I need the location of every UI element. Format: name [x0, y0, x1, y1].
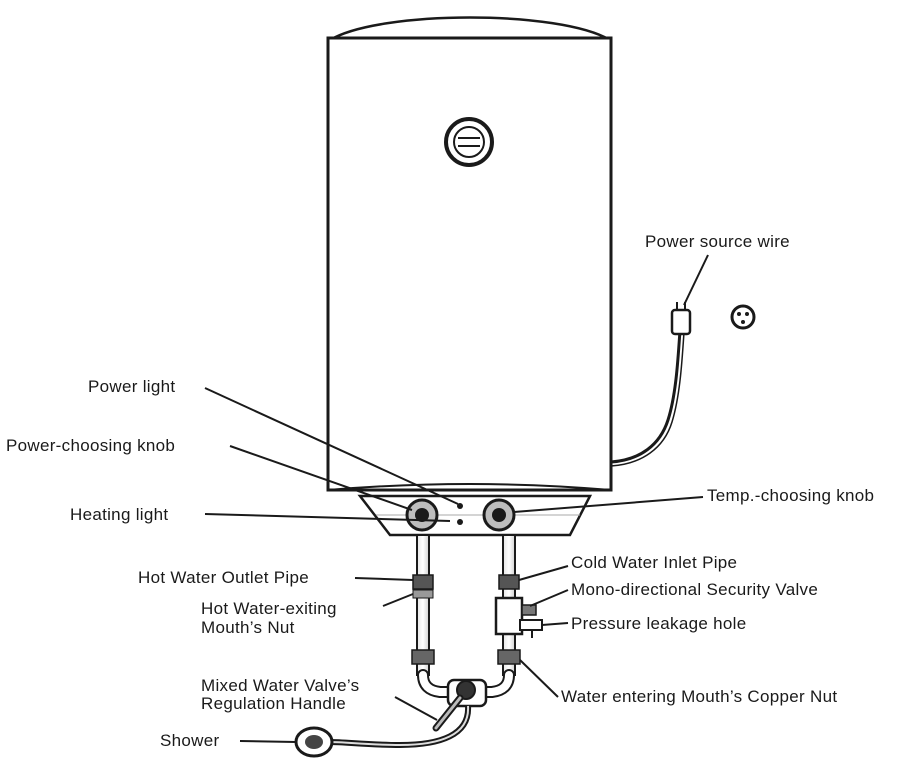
power-plug-icon [670, 302, 692, 336]
heating-light-icon [457, 519, 463, 525]
tank-top-cap [329, 16, 611, 42]
label-power-choosing-knob: Power-choosing knob [6, 436, 176, 455]
label-mixed-valve-handle-line1: Mixed Water Valve’s [201, 676, 360, 695]
label-water-entering-copper-nut: Water entering Mouth’s Copper Nut [561, 687, 838, 706]
mixed-water-valve-icon [432, 678, 488, 732]
security-valve-icon [494, 596, 543, 638]
temp-choosing-knob-icon [482, 498, 516, 532]
hot-water-exiting-nut [412, 574, 434, 590]
tank-bottom-rim [327, 483, 612, 491]
label-power-source-wire: Power source wire [645, 232, 790, 251]
label-cold-water-inlet-pipe: Cold Water Inlet Pipe [571, 553, 738, 572]
label-shower: Shower [160, 731, 220, 750]
thermometer-gauge-icon [444, 117, 494, 167]
label-mono-directional-security-valve: Mono-directional Security Valve [571, 580, 819, 599]
label-mixed-valve-handle-line2: Regulation Handle [201, 694, 346, 713]
water-entering-copper-nut [497, 649, 521, 665]
label-hot-water-exiting-nut-line1: Hot Water-exiting [201, 599, 337, 618]
label-temp-choosing-knob: Temp.-choosing knob [707, 486, 875, 505]
label-hot-water-outlet-pipe: Hot Water Outlet Pipe [138, 568, 310, 587]
label-hot-water-exiting-nut-line2: Mouth’s Nut [201, 618, 295, 637]
label-pressure-leakage-hole: Pressure leakage hole [571, 614, 747, 633]
wall-socket-icon [730, 304, 756, 330]
shower-head-icon [294, 726, 334, 758]
label-power-light: Power light [88, 377, 176, 396]
label-heating-light: Heating light [70, 505, 169, 524]
cold-water-nut [498, 574, 520, 590]
tank-body [326, 36, 613, 492]
leader-lines [204, 254, 709, 743]
power-cord [610, 329, 682, 464]
power-light-icon [457, 503, 463, 509]
power-choosing-knob-icon [405, 498, 439, 532]
